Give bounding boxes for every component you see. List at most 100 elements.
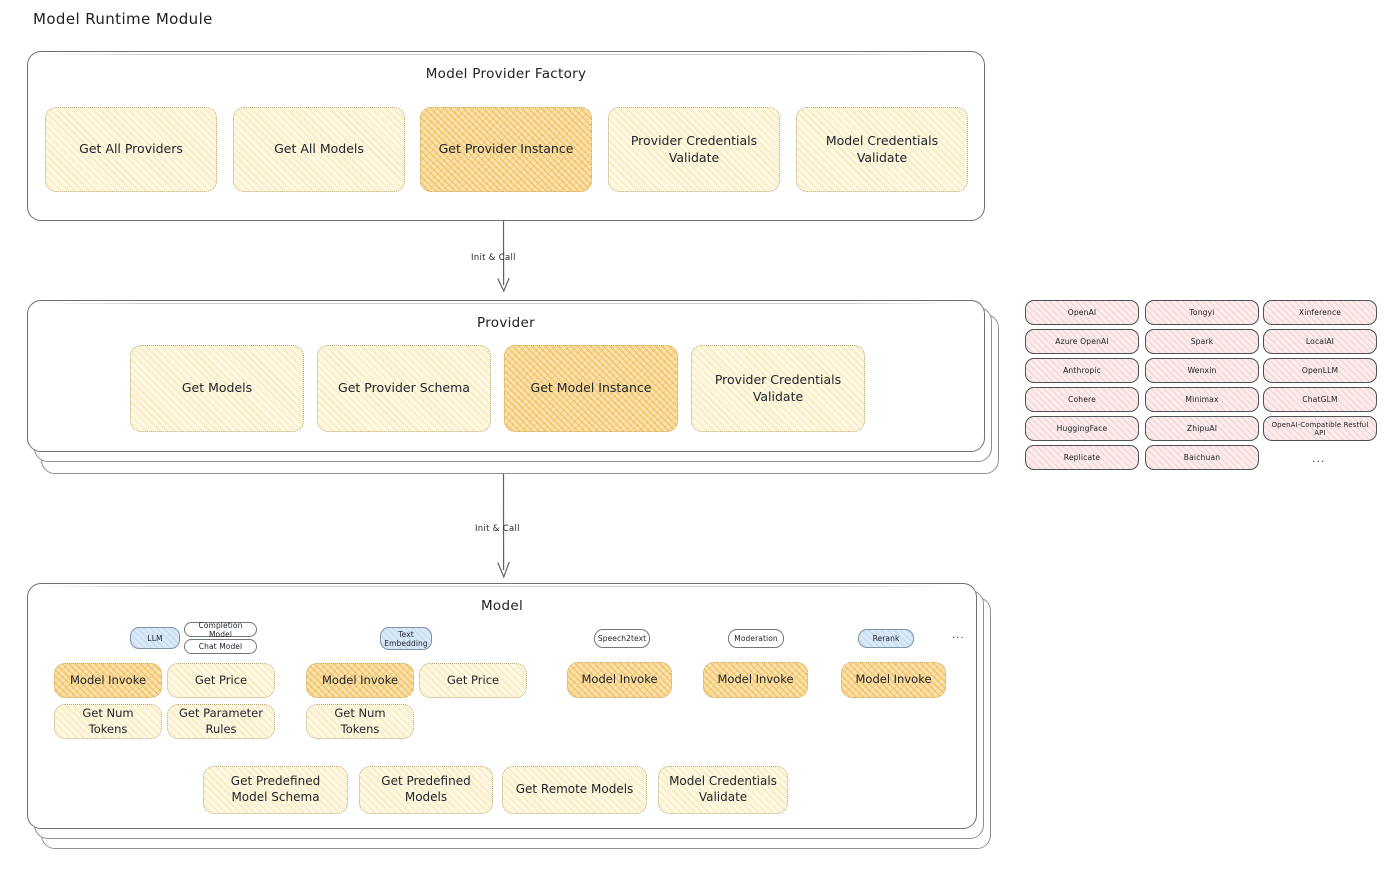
pill-label: ZhipuAI (1186, 424, 1218, 433)
arrow-provider-to-model-label: Init & Call (475, 524, 520, 534)
provider-pill-zhipuai[interactable]: ZhipuAI (1145, 416, 1259, 441)
chip-label: LLM (147, 633, 163, 643)
leaf-label: Provider Credentials Validate (714, 372, 842, 404)
model-subchip-chat-model[interactable]: Chat Model (184, 639, 257, 654)
leaf-label: Get Remote Models (515, 782, 634, 797)
pill-label: Xinference (1298, 308, 1342, 317)
llm-method-model-invoke[interactable]: Model Invoke (54, 663, 162, 698)
leaf-label: Get Predefined Model Schema (230, 774, 321, 804)
model-types-ellipsis: ... (952, 630, 965, 641)
chip-label: Text Embedding (384, 629, 428, 648)
leaf-label: Get Price (194, 672, 248, 687)
provider-pill-chatglm[interactable]: ChatGLM (1263, 387, 1377, 412)
model-type-chip-speech2text[interactable]: Speech2text (594, 629, 650, 648)
provider-pill-xinference[interactable]: Xinference (1263, 300, 1377, 325)
provider-pill-replicate[interactable]: Replicate (1025, 445, 1139, 470)
pill-label: Tongyi (1189, 308, 1215, 317)
leaf-label: Get All Providers (79, 141, 183, 157)
arrow-factory-to-provider-label: Init & Call (471, 253, 516, 263)
pill-label: HuggingFace (1056, 424, 1108, 433)
model-type-chip-rerank[interactable]: Rerank (858, 629, 914, 648)
llm-method-get-num-tokens[interactable]: Get Num Tokens (54, 704, 162, 739)
provider-pill-azure-openai[interactable]: Azure OpenAI (1025, 329, 1139, 354)
leaf-label: Get Parameter Rules (179, 706, 263, 736)
factory-method-provider-credentials-validate[interactable]: Provider Credentials Validate (608, 107, 780, 192)
pill-label: Minimax (1185, 395, 1219, 404)
provider-title: Provider (477, 315, 535, 331)
model-subchip-completion-model[interactable]: Completion Model (184, 620, 257, 639)
provider-pill-anthropic[interactable]: Anthropic (1025, 358, 1139, 383)
provider-pill-tongyi[interactable]: Tongyi (1145, 300, 1259, 325)
leaf-label: Get All Models (274, 141, 364, 157)
factory-method-get-all-models[interactable]: Get All Models (233, 107, 405, 192)
pill-label: Azure OpenAI (1055, 337, 1109, 346)
pill-label: Replicate (1063, 453, 1101, 462)
model-shared-method-model-credentials-validate[interactable]: Model Credentials Validate (658, 766, 788, 814)
provider-method-provider-credentials-validate[interactable]: Provider Credentials Validate (691, 345, 865, 432)
page-title: Model Runtime Module (33, 10, 213, 28)
model-type-chip-text-embedding[interactable]: Text Embedding (380, 627, 432, 650)
leaf-label: Get Model Instance (530, 380, 652, 396)
provider-pill-cohere[interactable]: Cohere (1025, 387, 1139, 412)
factory-title: Model Provider Factory (425, 66, 587, 82)
text-embedding-method-get-price[interactable]: Get Price (419, 663, 527, 698)
chip-label: Chat Model (198, 642, 243, 651)
provider-pill-huggingface[interactable]: HuggingFace (1025, 416, 1139, 441)
pill-label: LocalAI (1305, 337, 1335, 346)
leaf-label: Model Invoke (855, 672, 932, 687)
pill-label: Anthropic (1063, 366, 1101, 375)
leaf-label: Model Credentials Validate (825, 133, 939, 165)
provider-pill-openai-compatible-restful-api[interactable]: OpenAI-Compatible Restful API (1263, 416, 1377, 441)
model-type-chip-llm[interactable]: LLM (130, 627, 180, 649)
leaf-label: Provider Credentials Validate (630, 133, 758, 165)
leaf-label: Get Models (181, 380, 253, 396)
chip-label: Speech2text (597, 634, 647, 643)
provider-pill-minimax[interactable]: Minimax (1145, 387, 1259, 412)
llm-method-get-parameter-rules[interactable]: Get Parameter Rules (167, 704, 275, 739)
factory-method-get-provider-instance[interactable]: Get Provider Instance (420, 107, 592, 192)
leaf-label: Model Invoke (69, 672, 147, 687)
pill-label: OpenAI (1067, 308, 1097, 317)
provider-method-get-provider-schema[interactable]: Get Provider Schema (317, 345, 491, 432)
factory-method-model-credentials-validate[interactable]: Model Credentials Validate (796, 107, 968, 192)
arrow-provider-to-model (497, 473, 510, 579)
model-title: Model (480, 598, 524, 614)
leaf-label: Get Num Tokens (334, 706, 386, 736)
leaf-label: Model Invoke (321, 672, 399, 687)
model-shared-method-get-predefined-model-schema[interactable]: Get Predefined Model Schema (203, 766, 348, 814)
model-type-chip-moderation[interactable]: Moderation (728, 629, 784, 648)
model-shared-method-get-remote-models[interactable]: Get Remote Models (502, 766, 647, 814)
text-embedding-method-model-invoke[interactable]: Model Invoke (306, 663, 414, 698)
text-embedding-method-get-num-tokens[interactable]: Get Num Tokens (306, 704, 414, 739)
leaf-label: Get Provider Instance (438, 141, 574, 157)
pill-label: Wenxin (1187, 366, 1217, 375)
llm-method-get-price[interactable]: Get Price (167, 663, 275, 698)
provider-pill-wenxin[interactable]: Wenxin (1145, 358, 1259, 383)
provider-pill-openllm[interactable]: OpenLLM (1263, 358, 1377, 383)
pill-label: OpenAI-Compatible Restful API (1271, 420, 1369, 437)
pill-label: Spark (1190, 337, 1214, 346)
leaf-label: Model Credentials Validate (669, 774, 777, 804)
provider-method-get-models[interactable]: Get Models (130, 345, 304, 432)
provider-pill-spark[interactable]: Spark (1145, 329, 1259, 354)
pill-label: OpenLLM (1301, 366, 1339, 375)
chip-label: Completion Model (198, 620, 243, 639)
provider-pill-baichuan[interactable]: Baichuan (1145, 445, 1259, 470)
moderation-method-model-invoke[interactable]: Model Invoke (703, 662, 808, 698)
leaf-label: Get Predefined Models (381, 774, 471, 804)
provider-pill-openai[interactable]: OpenAI (1025, 300, 1139, 325)
factory-method-get-all-providers[interactable]: Get All Providers (45, 107, 217, 192)
leaf-label: Get Num Tokens (82, 706, 134, 736)
leaf-label: Model Invoke (581, 672, 658, 687)
provider-pill-localai[interactable]: LocalAI (1263, 329, 1377, 354)
chip-label: Rerank (872, 634, 900, 643)
provider-list-ellipsis: ... (1312, 452, 1326, 465)
arrow-factory-to-provider (497, 220, 510, 293)
provider-method-get-model-instance[interactable]: Get Model Instance (504, 345, 678, 432)
rerank-method-model-invoke[interactable]: Model Invoke (841, 662, 946, 698)
leaf-label: Model Invoke (717, 672, 794, 687)
speech2text-method-model-invoke[interactable]: Model Invoke (567, 662, 672, 698)
model-shared-method-get-predefined-models[interactable]: Get Predefined Models (359, 766, 493, 814)
pill-label: ChatGLM (1302, 395, 1338, 404)
